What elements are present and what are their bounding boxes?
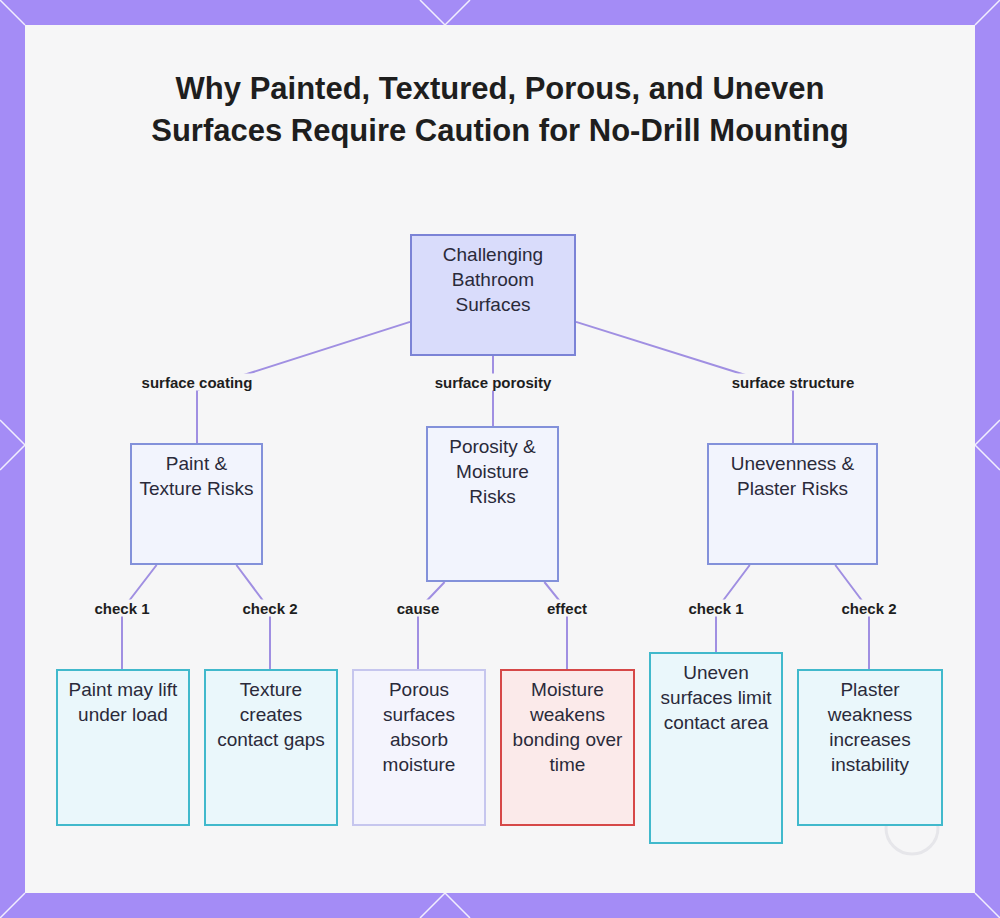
deco-line [0,893,25,918]
box-text: Texture creates contact gaps [212,677,330,752]
box-text: Paint & Texture Risks [138,451,255,501]
leaf-box: Uneven surfaces limit contact area [649,652,783,844]
deco-line [0,420,25,470]
edge-label: check 1 [686,600,745,617]
edge-label: check 2 [839,600,898,617]
edge-label: surface structure [730,374,857,391]
connector-line [544,582,567,669]
deco-line [0,0,25,25]
box-text: Porous surfaces absorb moisture [360,677,478,777]
leaf-box: Paint may lift under load [56,669,190,826]
category-box: Unevenness & Plaster Risks [707,443,878,565]
box-text: Moisture weakens bonding over time [508,677,627,777]
category-box: Porosity & Moisture Risks [426,426,559,582]
box-text: Paint may lift under load [64,677,182,727]
edge-label: surface porosity [433,374,554,391]
leaf-box: Plaster weakness increases instability [797,669,943,826]
edge-label: check 2 [240,600,299,617]
connector-line [418,582,445,669]
connector-line [835,565,869,669]
connector-line [236,565,270,669]
box-text: Uneven surfaces limit contact area [657,660,775,735]
box-text: Unevenness & Plaster Risks [715,451,870,501]
leaf-box: Porous surfaces absorb moisture [352,669,486,826]
deco-line [420,893,470,918]
box-text: Plaster weakness increases instability [805,677,935,777]
edge-label: effect [545,600,589,617]
edge-label: cause [395,600,442,617]
edge-label: surface coating [140,374,255,391]
connector-line [492,356,494,426]
edge-label: check 1 [92,600,151,617]
root-box: Challenging Bathroom Surfaces [410,234,576,356]
leaf-box: Texture creates contact gaps [204,669,338,826]
box-text: Challenging Bathroom Surfaces [418,242,568,317]
category-box: Paint & Texture Risks [130,443,263,565]
deco-line [975,893,1000,918]
diagram-title: Why Painted, Textured, Porous, and Uneve… [150,68,850,152]
box-text: Porosity & Moisture Risks [434,434,551,509]
deco-line [975,0,1000,25]
connector-line [122,565,157,669]
effect-box: Moisture weakens bonding over time [500,669,635,826]
deco-line [420,0,470,25]
deco-line [975,420,1000,470]
